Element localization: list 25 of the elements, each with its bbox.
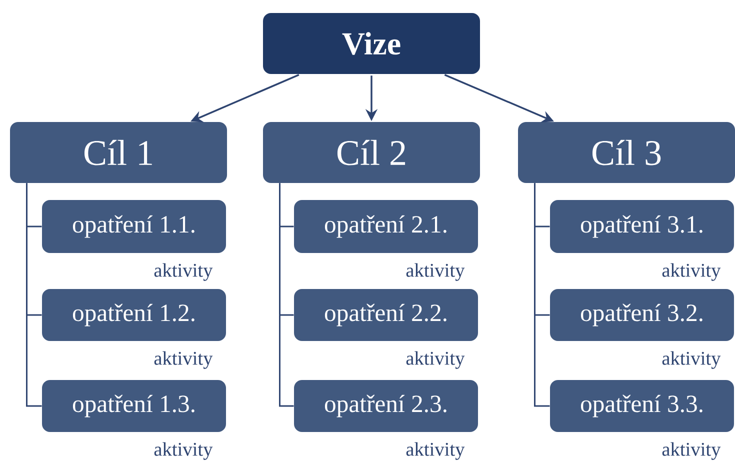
goal-box: Cíl 3	[518, 122, 735, 184]
note-text: aktivity	[662, 442, 721, 460]
measure-box: opatření 1.3.	[42, 380, 226, 432]
note-text: aktivity	[406, 351, 465, 369]
note-text: aktivity	[406, 263, 465, 281]
measure-box: opatření 3.2.	[550, 289, 734, 341]
measure-box: opatření 1.1.	[42, 200, 226, 254]
measure-box: opatření 3.3.	[550, 380, 734, 432]
measure-box: opatření 3.1.	[550, 200, 734, 254]
note-text: aktivity	[154, 442, 213, 460]
note-text: aktivity	[154, 263, 213, 281]
connector-line	[534, 183, 550, 407]
note-text: aktivity	[406, 442, 465, 460]
measure-box: opatření 1.2.	[42, 289, 226, 341]
note-text: aktivity	[154, 351, 213, 369]
measure-box: opatření 2.1.	[294, 200, 478, 254]
connector-line	[279, 183, 294, 407]
vision-box: Vize	[263, 13, 480, 74]
note-text: aktivity	[662, 351, 721, 369]
measure-box: opatření 2.2.	[294, 289, 478, 341]
connector-line	[26, 183, 42, 407]
note-text: aktivity	[662, 263, 721, 281]
goal-box: Cíl 2	[263, 122, 480, 184]
goal-box: Cíl 1	[10, 122, 227, 184]
measure-box: opatření 2.3.	[294, 380, 478, 432]
